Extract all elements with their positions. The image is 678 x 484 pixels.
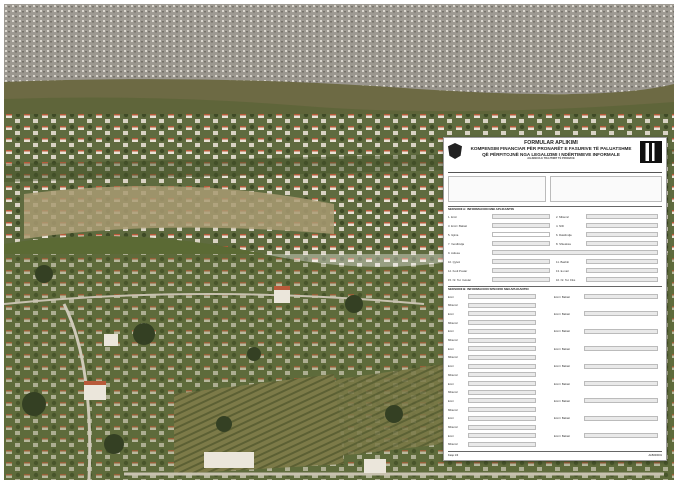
section-b-row: Mbiemri [448,320,662,326]
father-name-field[interactable] [492,223,550,228]
person-father-field[interactable] [584,346,658,352]
person-father-field[interactable] [584,294,658,299]
birthplace-field[interactable] [492,241,550,246]
address-field[interactable] [492,250,658,255]
page-number: Faqe 1/3 [448,454,459,457]
section-b-row: Mbiemri [448,302,662,308]
image-frame: FORMULAR APLIKIMI KOMPENSIM FINANCIAR PË… [4,4,674,480]
person-name-field[interactable] [468,354,536,360]
person-name-field[interactable] [468,346,536,352]
first-name-field[interactable] [492,214,550,219]
person-name-field[interactable] [468,320,536,326]
person-father-field[interactable] [584,363,658,369]
person-name-field[interactable] [468,433,536,439]
field-row-7: 12. Kodi Postar 13. E-mail [448,268,662,273]
field-row-3: 5. Gjinia 6. Datëlindja [448,232,662,237]
receipt-box [550,176,662,202]
person-name-field[interactable] [468,311,536,317]
email-field[interactable] [586,268,658,273]
person-name-field[interactable] [468,328,536,334]
field-row-1: 1. Emri 2. Mbiemri [448,214,662,219]
postal-code-field[interactable] [492,268,550,273]
person-name-field[interactable] [468,372,536,378]
mobile-phone-field[interactable] [492,277,550,282]
eagle-emblem-icon [448,143,462,159]
section-b-row: Mbiemri [448,337,662,343]
surname-field[interactable] [586,214,658,219]
form-code: ALB000001 [648,454,662,457]
section-b-row: Mbiemri [448,424,662,430]
person-name-field[interactable] [468,424,536,430]
form-title-block: FORMULAR APLIKIMI KOMPENSIM FINANCIAR PË… [466,140,636,161]
section-b-row: Mbiemri [448,441,662,447]
section-b-title: SEKSIONI B: INFORMACION SPECIFIK MBI APL… [448,286,662,291]
office-stamp-box [448,176,546,202]
gender-field[interactable] [492,232,550,237]
form-subtitle-1: KOMPENSIM FINANCIAR PËR PRONARËT E FASUR… [470,146,632,152]
person-name-field[interactable] [468,302,536,308]
person-name-field[interactable] [468,407,536,413]
citizenship-field[interactable] [586,241,658,246]
field-row-5: 9. Adresa [448,250,662,255]
form-agency: AGJENCIA E TRAJTIMIT TË PRONAVE [527,157,575,161]
section-b-row: Mbiemri [448,389,662,395]
field-row-2: 3. Emri i Babait 4. NID [448,223,662,228]
application-form: FORMULAR APLIKIMI KOMPENSIM FINANCIAR PË… [443,137,667,461]
person-name-field[interactable] [468,363,536,369]
field-row-6: 10. Qyteti 11. Bashki [448,259,662,264]
municipality-field[interactable] [586,259,658,264]
qr-code-icon [640,141,662,163]
form-footer: Faqe 1/3 ALB000001 [448,451,662,457]
person-father-field[interactable] [584,415,658,421]
person-name-field[interactable] [468,398,536,404]
field-row-8: 15. Nr. Tel. Celular 16. Nr. Tel. Fiks [448,277,662,282]
person-father-field[interactable] [584,311,658,317]
form-header: FORMULAR APLIKIMI KOMPENSIM FINANCIAR PË… [448,140,662,173]
person-name-field[interactable] [468,294,536,299]
person-name-field[interactable] [468,389,536,395]
person-name-field[interactable] [468,337,536,343]
landline-field[interactable] [586,277,658,282]
person-father-field[interactable] [584,328,658,334]
section-b-row: Mbiemri [448,354,662,360]
form-subtitle-2: QË PËRFITOJNË NGA LEGALIZIMI I NDËRTIMEV… [482,151,620,157]
section-a-title: SEKSIONI A: INFORMACION MBI APLIKANTIN [448,206,662,211]
form-intro-area [448,176,662,202]
section-b-row: Mbiemri [448,372,662,378]
person-name-field[interactable] [468,415,536,421]
form-title: FORMULAR APLIKIMI [524,140,578,146]
person-father-field[interactable] [584,398,658,404]
birthdate-field[interactable] [586,232,658,237]
person-name-field[interactable] [468,381,536,386]
nid-field[interactable] [586,223,658,228]
field-row-4: 7. Vendlindja 8. Shtetësia [448,241,662,246]
person-father-field[interactable] [584,433,658,439]
person-father-field[interactable] [584,381,658,386]
section-b-row: Mbiemri [448,407,662,413]
city-field[interactable] [492,259,550,264]
person-name-field[interactable] [468,441,536,447]
